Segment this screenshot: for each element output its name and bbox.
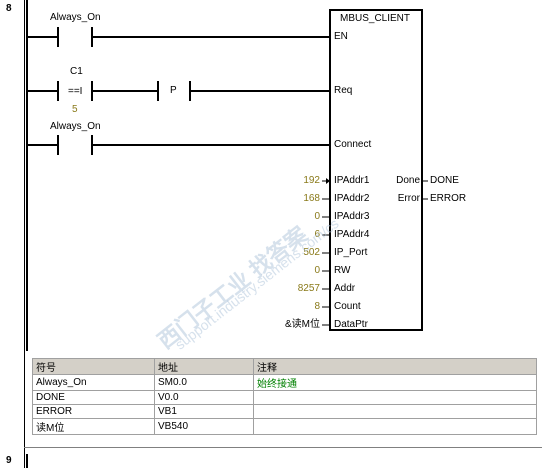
pin-dataptr: DataPtr [334,319,368,330]
cell-comment: 始终接通 [253,374,537,391]
table-row: 读M位 VB540 [32,418,537,435]
network-gutter: 8 9 [0,0,25,468]
pin-ipaddr1: IPAddr1 [334,175,370,186]
contact2-label: Always_On [50,121,101,132]
cell-symbol: DONE [32,390,155,405]
symbol-table: 符号 地址 注释 Always_On SM0.0 始终接通 DONE V0.0 … [32,358,537,435]
table-row: ERROR VB1 [32,404,537,419]
pin-count: Count [334,301,361,312]
value-ipaddr2: 168 [303,193,320,204]
value-rw: 0 [314,265,320,276]
header-address: 地址 [154,358,254,375]
header-symbol: 符号 [32,358,155,375]
value-addr: 8257 [297,283,320,294]
table-row: DONE V0.0 [32,390,537,405]
power-rail-next [26,454,28,468]
value-ipaddr3: 0 [314,211,320,222]
power-rail [26,0,28,351]
value-ip-port: 502 [303,247,320,258]
pin-ipaddr2: IPAddr2 [334,193,370,204]
pin-ipaddr3: IPAddr3 [334,211,370,222]
cell-symbol: 读M位 [32,418,155,435]
compare-operator: ==I [68,86,83,97]
header-comment: 注释 [253,358,537,375]
value-count: 8 [314,301,320,312]
pin-connect: Connect [334,139,372,150]
block-title: MBUS_CLIENT [340,13,411,24]
value-ipaddr1: 192 [303,175,320,186]
value-done: DONE [430,175,459,186]
next-network-number: 9 [6,455,12,466]
cell-address: VB1 [154,404,254,419]
pin-ipaddr4: IPAddr4 [334,229,370,240]
cell-comment [253,404,537,419]
cell-symbol: Always_On [32,374,155,391]
pin-req: Req [334,85,353,96]
value-error: ERROR [430,193,467,204]
pin-en: EN [334,31,348,42]
pin-addr: Addr [334,283,356,294]
compare-operand2: 5 [72,104,78,115]
cell-address: VB540 [154,418,254,435]
table-row: Always_On SM0.0 始终接通 [32,374,537,391]
compare-operand1: C1 [70,66,83,77]
pin-done: Done [396,175,420,186]
network-separator [24,447,542,448]
pin-ip-port: IP_Port [334,247,368,258]
pin-error: Error [397,193,420,204]
cell-symbol: ERROR [32,404,155,419]
symbol-table-header: 符号 地址 注释 [32,358,537,375]
cell-address: V0.0 [154,390,254,405]
cell-comment [253,418,537,435]
network-number: 8 [6,3,12,14]
ladder-diagram [28,9,428,331]
cell-comment [253,390,537,405]
value-dataptr: &读M位 [285,319,320,330]
pulse-label: P [170,85,177,96]
mbus-client-block [329,9,423,331]
cell-address: SM0.0 [154,374,254,391]
value-ipaddr4: 6 [314,229,320,240]
contact1-label: Always_On [50,12,101,23]
pin-rw: RW [334,265,351,276]
